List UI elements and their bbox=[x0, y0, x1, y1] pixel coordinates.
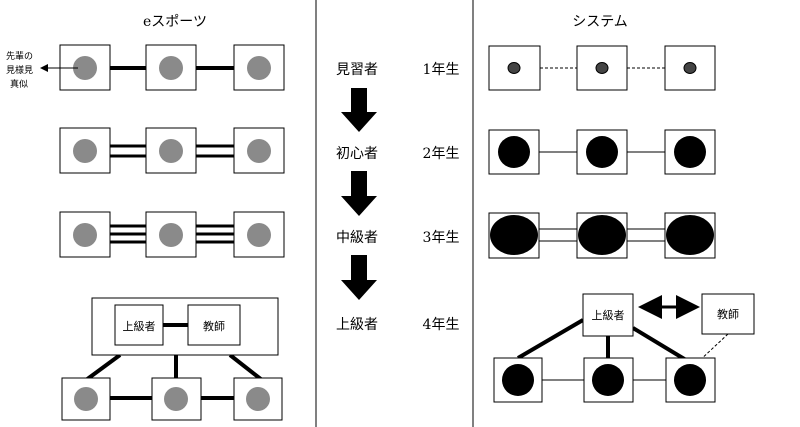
black-dot bbox=[674, 364, 706, 396]
stage-grade-3: 3年生 bbox=[423, 230, 460, 246]
black-dot bbox=[666, 215, 714, 255]
gray-dot bbox=[164, 387, 188, 411]
gray-dot bbox=[73, 223, 97, 247]
gray-dot bbox=[246, 387, 270, 411]
gray-dot bbox=[159, 223, 183, 247]
system-row-1 bbox=[488, 45, 716, 91]
annotation-line-2: 見様見 bbox=[6, 64, 33, 76]
dark-dot bbox=[595, 62, 609, 74]
down-arrow bbox=[341, 88, 377, 132]
stage-role-3: 中級者 bbox=[336, 230, 378, 246]
stage-grade-1: 1年生 bbox=[423, 62, 460, 78]
system-senior-box bbox=[582, 293, 634, 337]
black-dot bbox=[592, 364, 624, 396]
system-row-2 bbox=[488, 129, 716, 175]
gray-dot bbox=[159, 56, 183, 80]
down-arrow bbox=[341, 255, 377, 300]
stage-grade-4: 4年生 bbox=[423, 317, 460, 333]
gray-dot bbox=[74, 387, 98, 411]
header-esports: eスポーツ bbox=[143, 14, 207, 30]
gray-dot bbox=[247, 223, 271, 247]
esports-node bbox=[59, 211, 111, 258]
system-row-4: 上級者 教師 bbox=[493, 293, 755, 403]
gray-dot bbox=[247, 56, 271, 80]
black-dot bbox=[498, 136, 530, 168]
esports-row-2 bbox=[59, 127, 285, 174]
esports-row-1 bbox=[59, 44, 285, 91]
gray-dot bbox=[159, 139, 183, 163]
stage-role-2: 初心者 bbox=[336, 145, 378, 162]
annotation-line-1: 先輩の bbox=[6, 50, 33, 62]
esports-node bbox=[61, 377, 111, 421]
esports-teacher-label: 教師 bbox=[203, 320, 225, 333]
black-dot bbox=[674, 136, 706, 168]
annotation-line-3: 真似 bbox=[10, 78, 28, 90]
system-teacher-box bbox=[701, 293, 755, 335]
gray-dot bbox=[73, 139, 97, 163]
esports-row-3 bbox=[59, 211, 285, 258]
esports-teacher-box bbox=[187, 304, 241, 346]
esports-row-4: 上級者 教師 bbox=[61, 297, 283, 421]
header-system: システム bbox=[572, 14, 628, 30]
stage-role-1: 見習者 bbox=[336, 62, 378, 78]
esports-senior-box bbox=[114, 304, 164, 346]
system-teacher-label: 教師 bbox=[717, 308, 739, 321]
gray-dot bbox=[247, 139, 271, 163]
system-row-3 bbox=[488, 212, 716, 259]
esports-senior-label: 上級者 bbox=[123, 320, 156, 333]
black-dot bbox=[490, 215, 538, 255]
stage-role-4: 上級者 bbox=[336, 317, 378, 333]
stage-grade-2: 2年生 bbox=[423, 146, 460, 162]
gray-dot bbox=[73, 56, 97, 80]
dark-dot bbox=[683, 62, 697, 74]
black-dot bbox=[578, 215, 626, 255]
black-dot bbox=[586, 136, 618, 168]
system-senior-label: 上級者 bbox=[592, 309, 625, 322]
esports-node bbox=[233, 44, 285, 91]
black-dot bbox=[502, 364, 534, 396]
down-arrow bbox=[341, 171, 377, 216]
dark-dot bbox=[507, 62, 521, 74]
